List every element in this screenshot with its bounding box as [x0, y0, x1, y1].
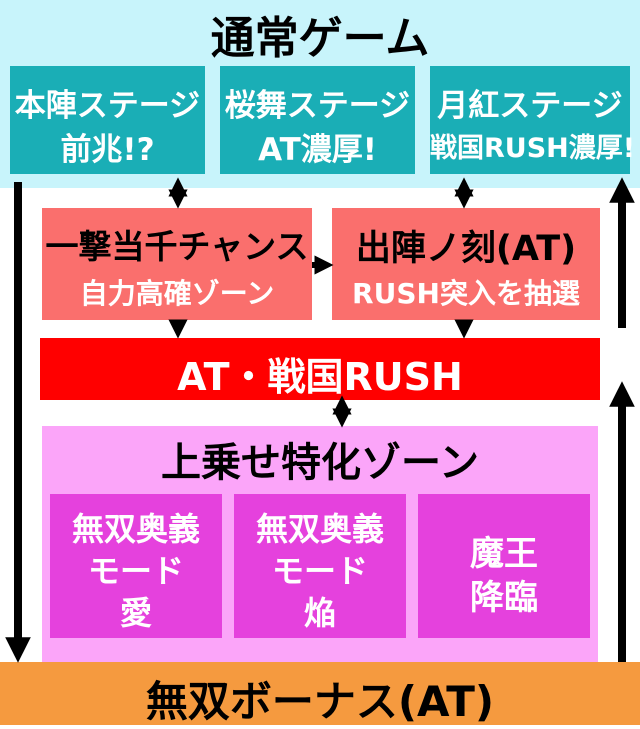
at-rush-bar: AT・戦国RUSH	[40, 338, 600, 400]
mode-homura-line3: 焔	[303, 594, 336, 632]
stage-honjin-note: 前兆!?	[60, 132, 155, 168]
musou-bonus-band: 無双ボーナス(AT)	[0, 662, 640, 726]
stage-oubu: 桜舞ステージ AT濃厚!	[220, 66, 415, 174]
shutsujin-box: 出陣ノ刻(AT) RUSH突入を抽選	[332, 208, 600, 320]
musou-bonus-title: 無双ボーナス(AT)	[145, 677, 495, 726]
chance-zone-note: 自力高確ゾーン	[79, 277, 275, 310]
maou-kourin-line1: 魔王	[470, 534, 538, 574]
stage-gekkou: 月紅ステージ 戦国RUSH濃厚!	[430, 66, 636, 174]
mode-homura-line1: 無双奥義	[255, 510, 384, 548]
mode-ai-line2: モード	[87, 552, 184, 590]
mode-ai-box: 無双奥義 モード 愛	[50, 494, 222, 638]
stage-oubu-name: 桜舞ステージ	[224, 88, 411, 124]
normal-game-title: 通常ゲーム	[210, 13, 430, 64]
stage-gekkou-name: 月紅ステージ	[437, 88, 623, 124]
stage-gekkou-note: 戦国RUSH濃厚!	[430, 133, 636, 164]
stage-oubu-note: AT濃厚!	[258, 132, 377, 168]
chance-zone-box: 一撃当千チャンス 自力高確ゾーン	[42, 208, 312, 320]
mode-ai-line1: 無双奥義	[71, 510, 200, 548]
maou-kourin-box: 魔王 降臨	[418, 494, 590, 638]
uwanose-zone-title: 上乗せ特化ゾーン	[161, 440, 479, 486]
stage-honjin: 本陣ステージ 前兆!?	[10, 66, 205, 174]
at-rush-title: AT・戦国RUSH	[177, 355, 463, 399]
shutsujin-note: RUSH突入を抽選	[352, 277, 580, 310]
shutsujin-title: 出陣ノ刻(AT)	[355, 229, 577, 269]
mode-homura-box: 無双奥義 モード 焔	[234, 494, 406, 638]
chance-zone-title: 一撃当千チャンス	[45, 227, 309, 266]
mode-homura-line2: モード	[271, 552, 368, 590]
maou-kourin-line2: 降臨	[470, 578, 538, 618]
mode-ai-line3: 愛	[119, 594, 152, 632]
stage-honjin-name: 本陣ステージ	[14, 88, 201, 124]
